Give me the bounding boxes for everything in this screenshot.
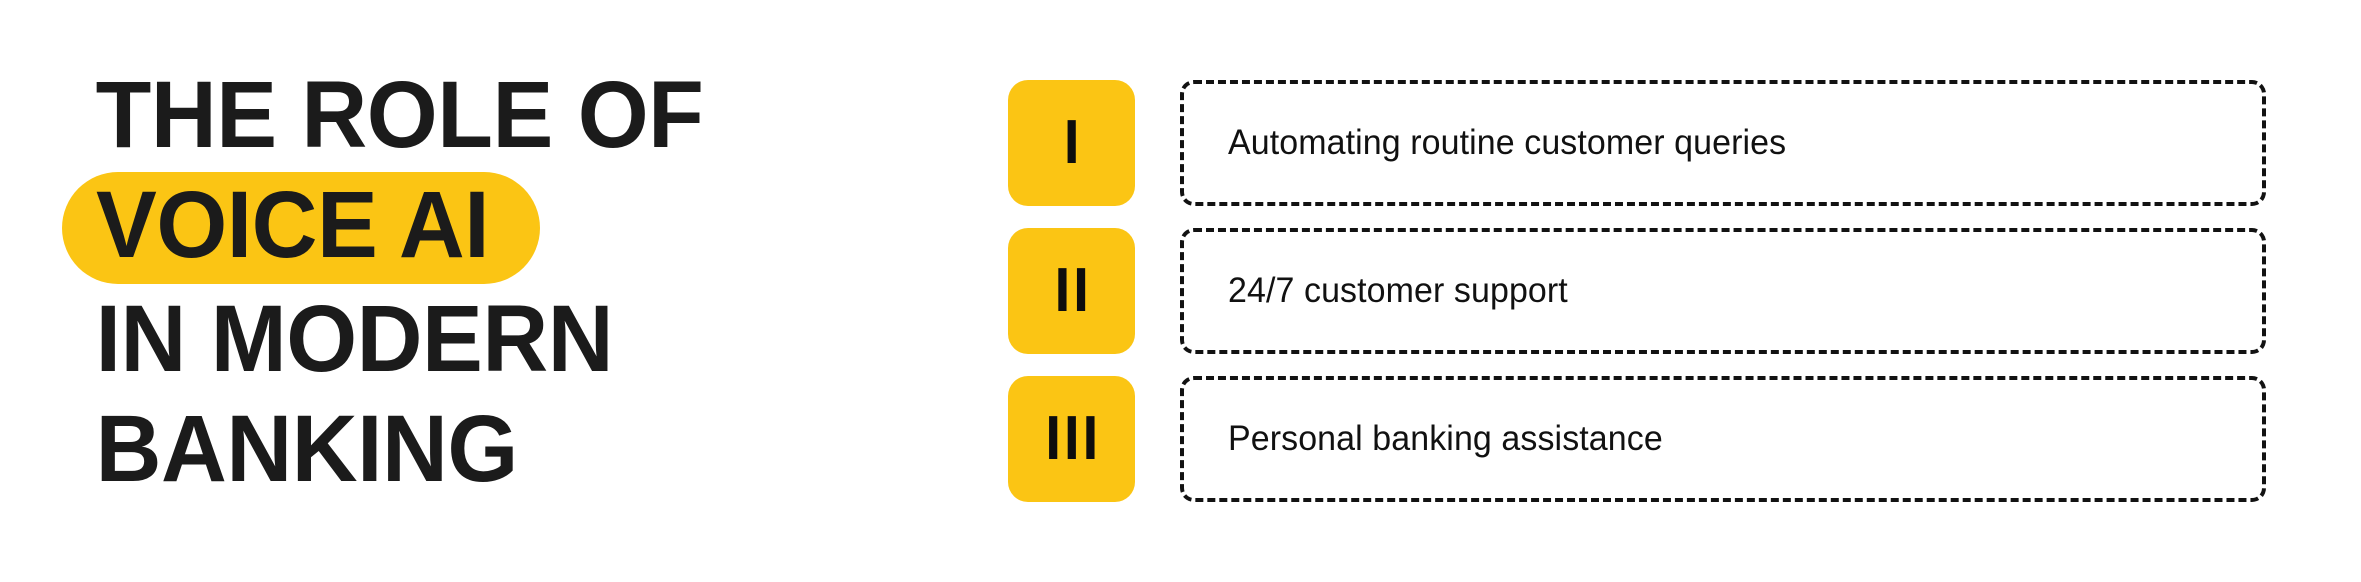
list-item[interactable]: III Personal banking assistance <box>1008 376 2266 502</box>
roman-numeral-label: II <box>1054 256 1092 325</box>
title-line-4: BANKING <box>95 396 519 502</box>
description-box-1[interactable]: Automating routine customer queries <box>1180 80 2266 206</box>
row-spacer <box>1135 80 1180 206</box>
row-spacer <box>1135 376 1180 502</box>
list-item[interactable]: I Automating routine customer queries <box>1008 80 2266 206</box>
description-box-3[interactable]: Personal banking assistance <box>1180 376 2266 502</box>
description-text: Automating routine customer queries <box>1228 123 1787 162</box>
title-line-1: THE ROLE OF <box>95 62 704 168</box>
description-box-2[interactable]: 24/7 customer support <box>1180 228 2266 354</box>
description-text: Personal banking assistance <box>1228 419 1663 458</box>
roman-numeral-label: I <box>1063 108 1083 177</box>
numeral-badge-1: I <box>1008 80 1135 206</box>
row-spacer <box>1135 228 1180 354</box>
numeral-badge-2: II <box>1008 228 1135 354</box>
numeral-badge-3: III <box>1008 376 1135 502</box>
description-text: 24/7 customer support <box>1228 271 1568 310</box>
title-highlight-text: VOICE AI <box>96 172 490 278</box>
title-highlight-line: VOICE AI <box>62 170 662 284</box>
title-line-3: IN MODERN <box>95 286 614 392</box>
feature-list: I Automating routine customer queries II… <box>1008 80 2266 502</box>
page-title: THE ROLE OF VOICE AI IN MODERN BANKING <box>62 60 704 504</box>
list-item[interactable]: II 24/7 customer support <box>1008 228 2266 354</box>
roman-numeral-label: III <box>1044 404 1101 473</box>
voice-ai-highlight-pill: VOICE AI <box>62 172 540 284</box>
